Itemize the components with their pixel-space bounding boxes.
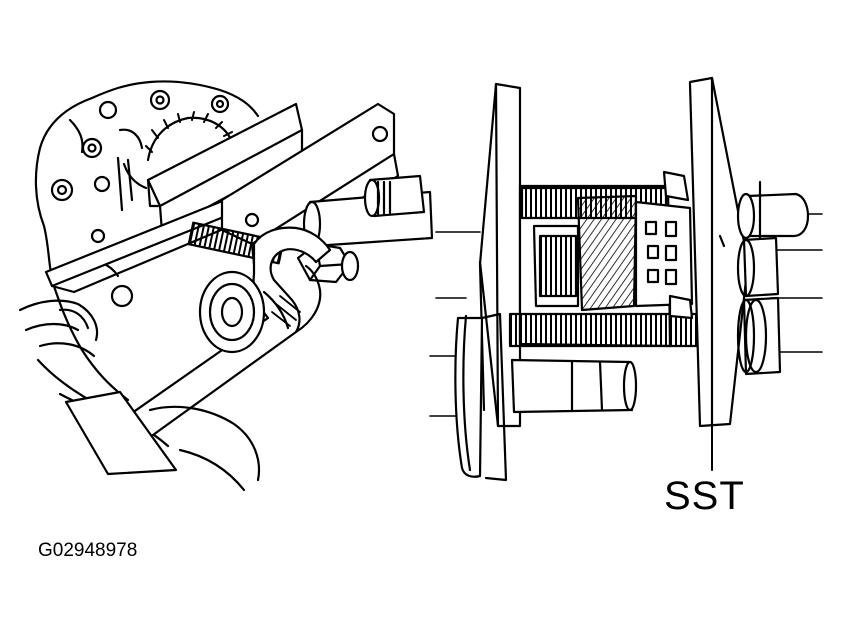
lower-bolt [736, 296, 782, 376]
hand-left [18, 299, 99, 358]
adapter-tube [302, 174, 434, 248]
right-view [429, 76, 823, 482]
figure-id: G02948978 [38, 540, 138, 561]
lower-bracket [64, 390, 260, 492]
middle-bolt [736, 236, 780, 298]
right-clamp-plate [688, 76, 750, 428]
left-view [18, 80, 434, 492]
sst-callout-label: SST [664, 474, 745, 518]
upper-bolt [736, 180, 810, 254]
pulley-flange [198, 270, 266, 354]
gear-assembly [508, 170, 708, 348]
hollow-shaft [510, 358, 638, 414]
left-flange-disc [454, 312, 508, 482]
